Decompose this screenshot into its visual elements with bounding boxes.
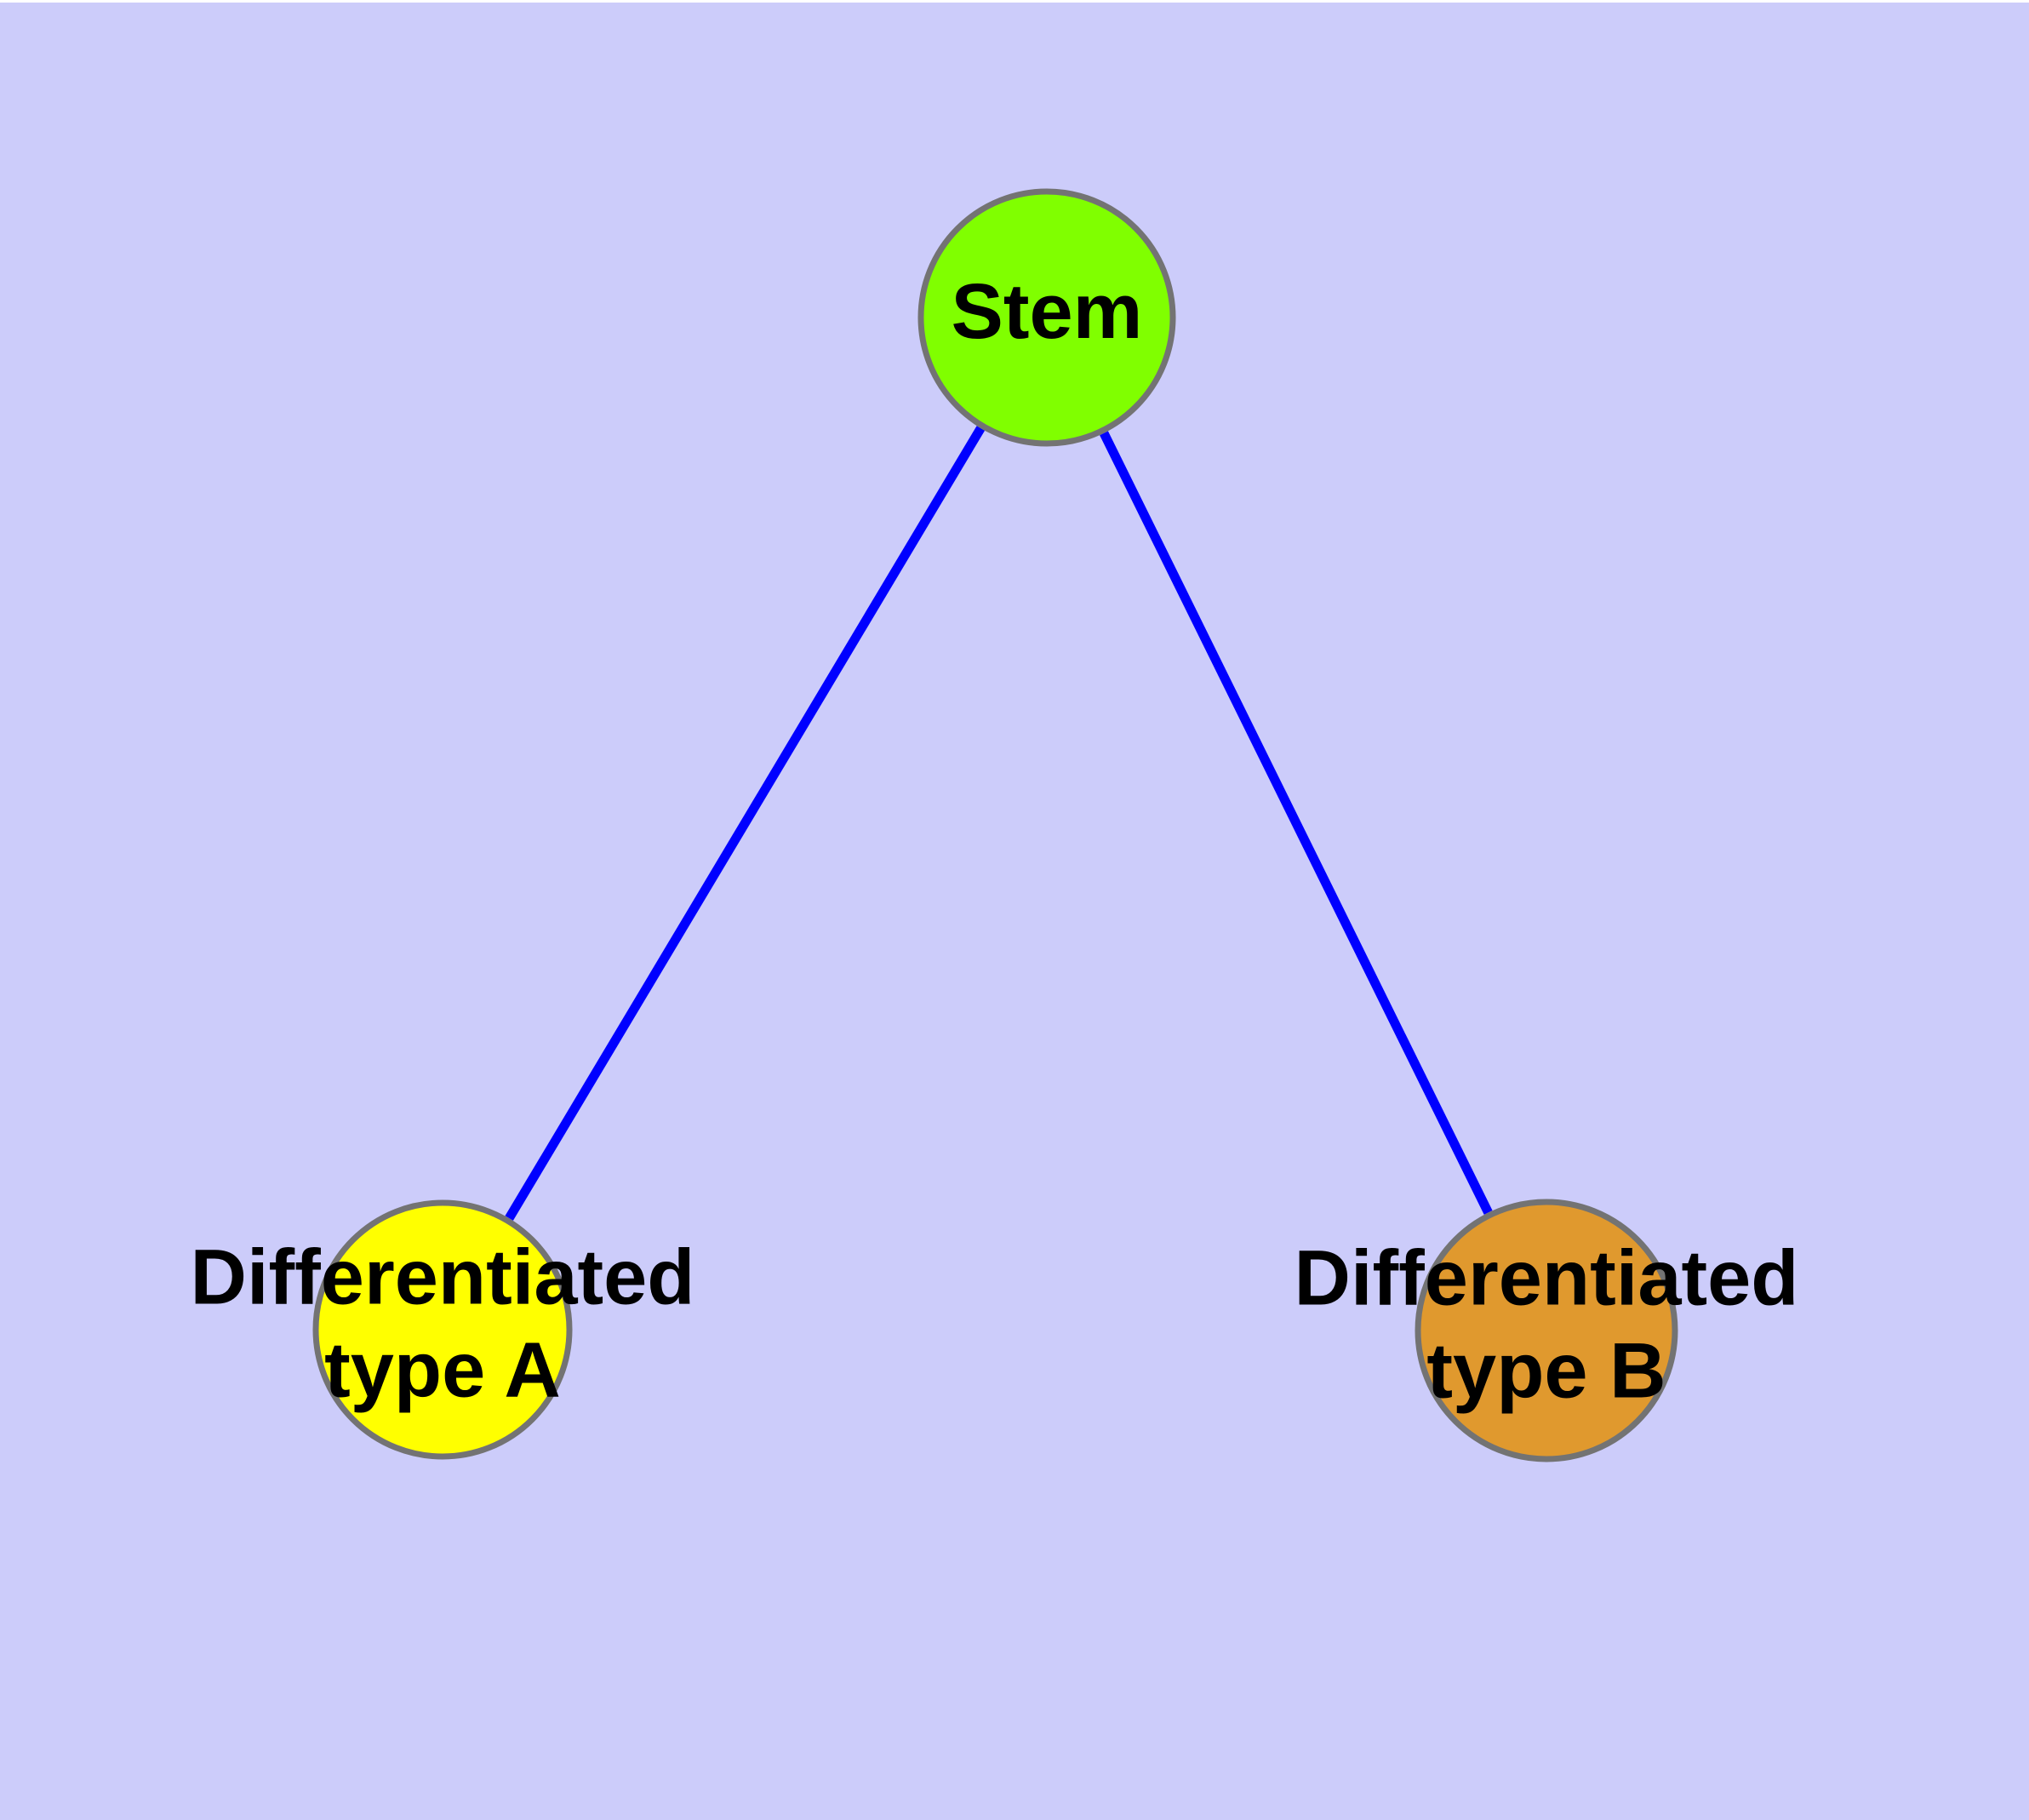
node-label-line: Differentiated (191, 1234, 695, 1321)
edges-layer (505, 426, 1493, 1221)
node-circle-diff_a[interactable] (312, 1199, 573, 1460)
edge-stem-diff-a[interactable] (505, 426, 986, 1221)
node-label-line: type A (324, 1327, 561, 1414)
node-circle-diff_b[interactable] (1415, 1199, 1678, 1462)
node-label-stem: Stem (952, 268, 1143, 355)
node-label-line: Differentiated (1295, 1235, 1799, 1322)
edge-stem-diff-b[interactable] (1100, 431, 1493, 1215)
node-label-line: Stem (952, 268, 1143, 355)
node-circle-stem[interactable] (917, 188, 1176, 447)
node-label-line: type B (1426, 1328, 1666, 1415)
graph-node-stem[interactable]: Stem (917, 188, 1176, 447)
